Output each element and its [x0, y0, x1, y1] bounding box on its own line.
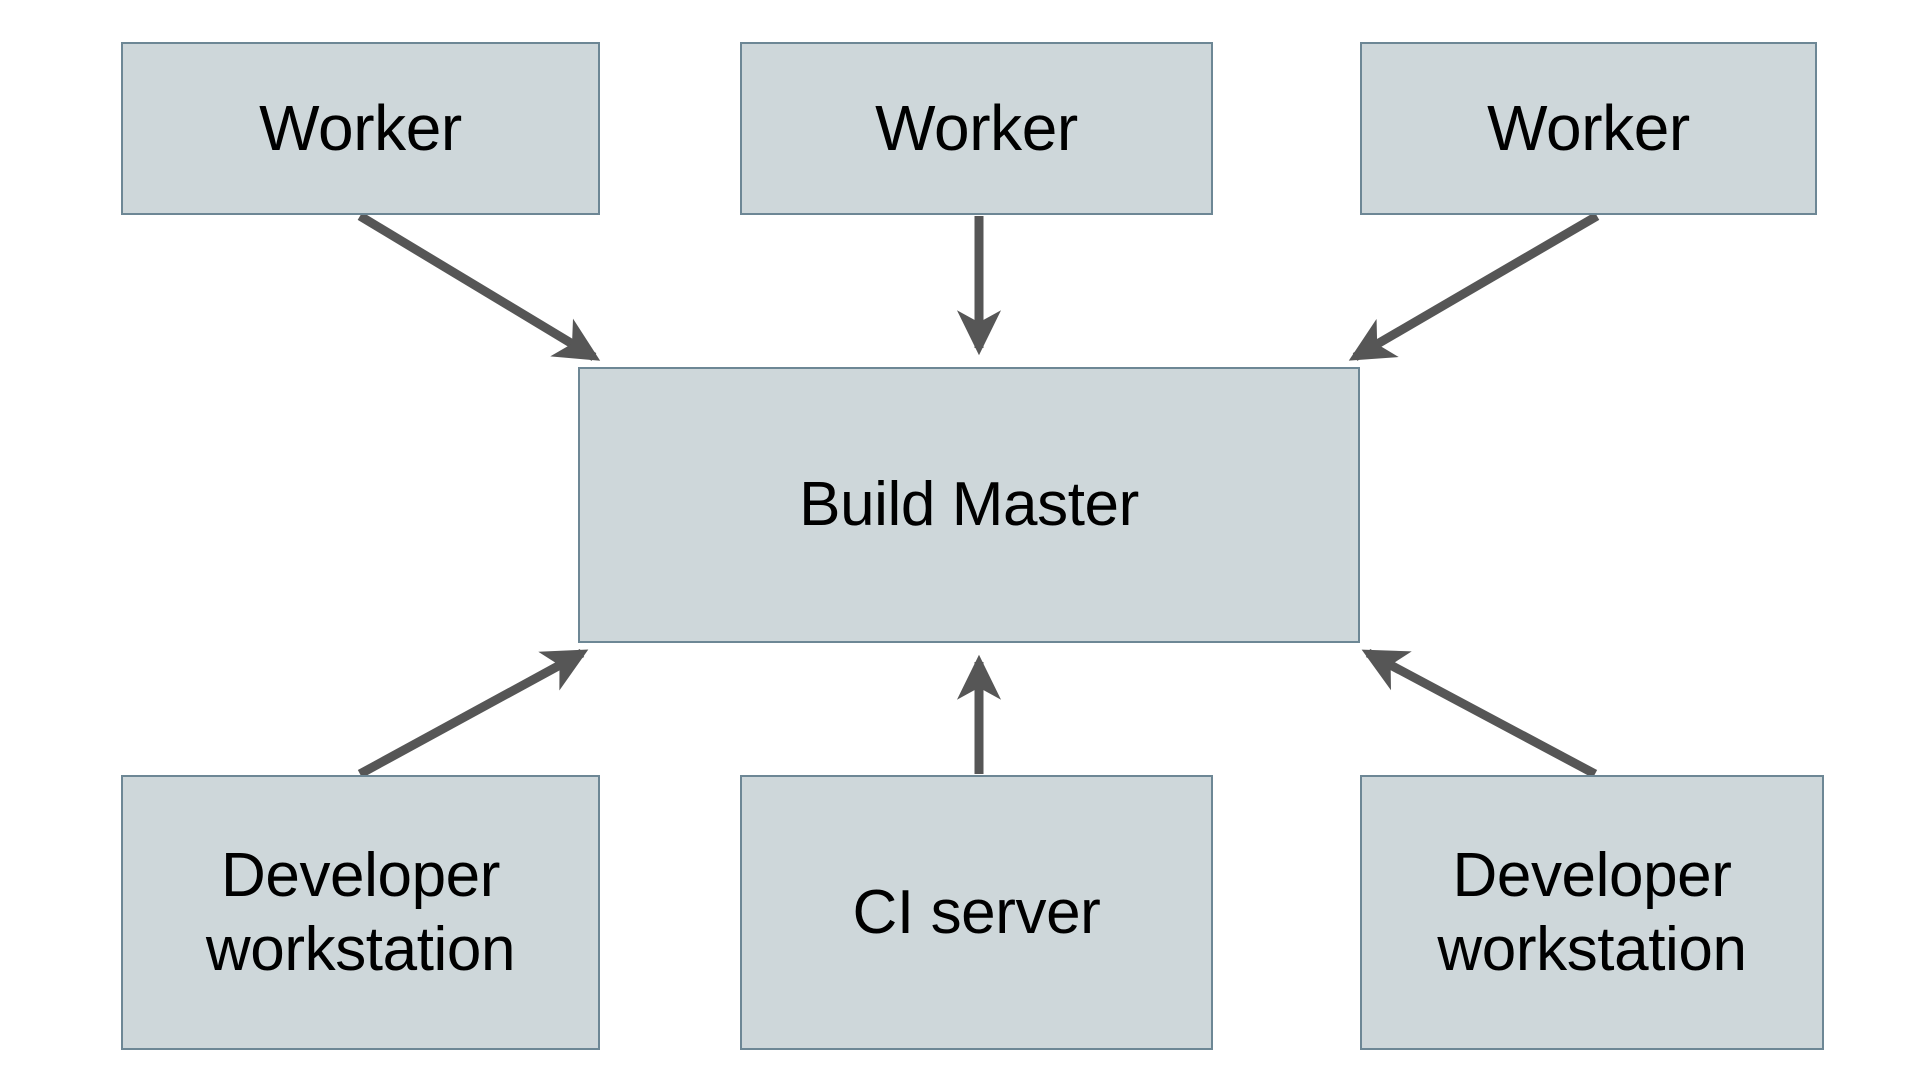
edge-worker1-master — [357, 212, 601, 361]
edge-devws2-master — [1361, 649, 1598, 778]
node-ci-server-label: CI server — [852, 877, 1101, 947]
node-build-master-label: Build Master — [799, 470, 1139, 540]
node-worker-3-label: Worker — [1487, 91, 1690, 164]
node-worker-3[interactable]: Worker — [1360, 42, 1817, 215]
node-ci-server[interactable]: CI server — [740, 775, 1213, 1050]
node-developer-workstation-left[interactable]: Developer workstation — [121, 775, 600, 1050]
node-developer-workstation-right[interactable]: Developer workstation — [1360, 775, 1824, 1050]
node-worker-2-label: Worker — [875, 91, 1078, 164]
node-developer-workstation-left-label: Developer workstation — [205, 841, 516, 984]
node-worker-1[interactable]: Worker — [121, 42, 600, 215]
node-developer-workstation-right-label: Developer workstation — [1437, 841, 1747, 984]
edge-worker3-master — [1348, 212, 1600, 361]
edge-devws1-master — [357, 649, 589, 778]
node-worker-2[interactable]: Worker — [740, 42, 1213, 215]
node-build-master[interactable]: Build Master — [578, 367, 1360, 643]
node-worker-1-label: Worker — [259, 91, 462, 164]
